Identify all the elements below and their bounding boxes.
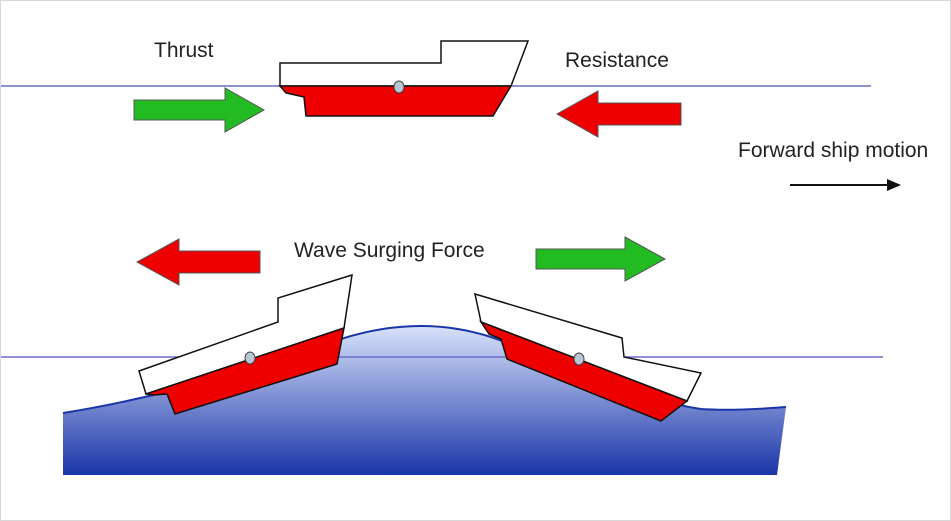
right-arrow-icon	[535, 236, 667, 282]
right-ship-center-marker	[573, 352, 585, 366]
left-ship-hull	[145, 326, 345, 415]
left-arrow-icon	[555, 90, 682, 138]
resistance-label: Resistance	[565, 49, 669, 72]
right-arrow-icon	[133, 87, 266, 133]
wave-water	[63, 325, 786, 475]
right-ship-hull	[479, 320, 689, 422]
left-arrow-icon	[135, 238, 261, 286]
left-ship-center-marker	[244, 351, 256, 365]
top-ship-center-marker	[393, 80, 405, 94]
top-ship-superstructure	[279, 40, 530, 87]
thrust-label: Thrust	[154, 39, 214, 62]
right-ship	[474, 292, 703, 422]
top-ship	[278, 40, 530, 117]
left-ship	[138, 273, 353, 415]
right-arrow-icon	[790, 179, 901, 191]
top-ship-hull	[278, 85, 513, 117]
wave-surging-force-label: Wave Surging Force	[294, 239, 485, 262]
forward-motion-label: Forward ship motion	[738, 139, 928, 162]
